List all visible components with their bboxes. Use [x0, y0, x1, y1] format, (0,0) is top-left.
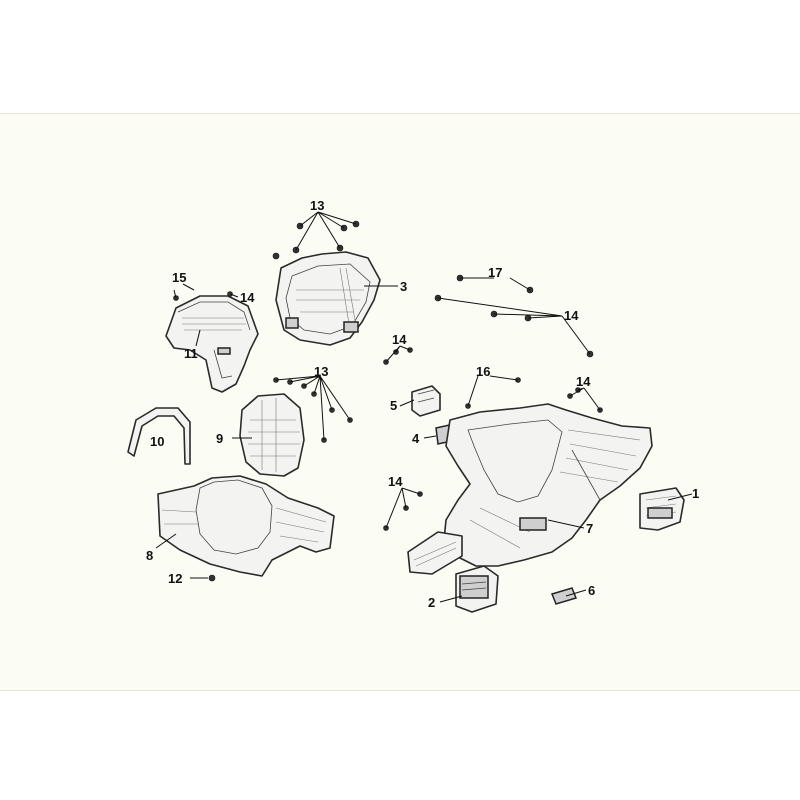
- callout-8: 8: [146, 548, 153, 563]
- callout-13-lower: 13: [314, 364, 328, 379]
- part-1-right-switch: [639, 487, 685, 531]
- part-3-headlight-frame: [275, 251, 381, 346]
- callout-14-left: 14: [240, 290, 255, 305]
- callout-1: 1: [692, 486, 699, 501]
- callout-14-center: 14: [392, 332, 407, 347]
- diagram-background-panel: [0, 113, 800, 691]
- part-5-switch: [411, 385, 441, 417]
- callout-16: 16: [476, 364, 490, 379]
- callout-10: 10: [150, 434, 164, 449]
- callout-6: 6: [588, 583, 595, 598]
- callout-14-right: 14: [576, 374, 591, 389]
- callout-11: 11: [184, 346, 198, 361]
- part-9-headlight-lens: [239, 393, 305, 477]
- callout-14-right-upper: 14: [564, 308, 579, 323]
- callout-14-lower: 14: [388, 474, 403, 489]
- part-8-front-handle-cover: [157, 475, 335, 577]
- callout-12: 12: [168, 571, 182, 586]
- part-7-rear-handle-cover: [443, 403, 653, 567]
- callout-13-upper: 13: [310, 198, 324, 213]
- callout-4: 4: [412, 431, 420, 446]
- callout-15: 15: [172, 270, 186, 285]
- leader-lines: [155, 211, 693, 603]
- part-10-trim-strip: [127, 407, 191, 465]
- part-11-front-upper-cover: [165, 295, 259, 393]
- callout-9: 9: [216, 431, 223, 446]
- part-2-left-switch: [455, 565, 499, 613]
- callout-labels: 13 3 15 14 11 13 10 9 8 12 17 14 14 16 1…: [146, 198, 699, 610]
- callout-17: 17: [488, 265, 502, 280]
- callout-2: 2: [428, 595, 435, 610]
- callout-3: 3: [400, 279, 407, 294]
- lower-bracket: [407, 531, 463, 575]
- callout-7: 7: [586, 521, 593, 536]
- part-6-cap: [550, 587, 578, 605]
- callout-5: 5: [390, 398, 397, 413]
